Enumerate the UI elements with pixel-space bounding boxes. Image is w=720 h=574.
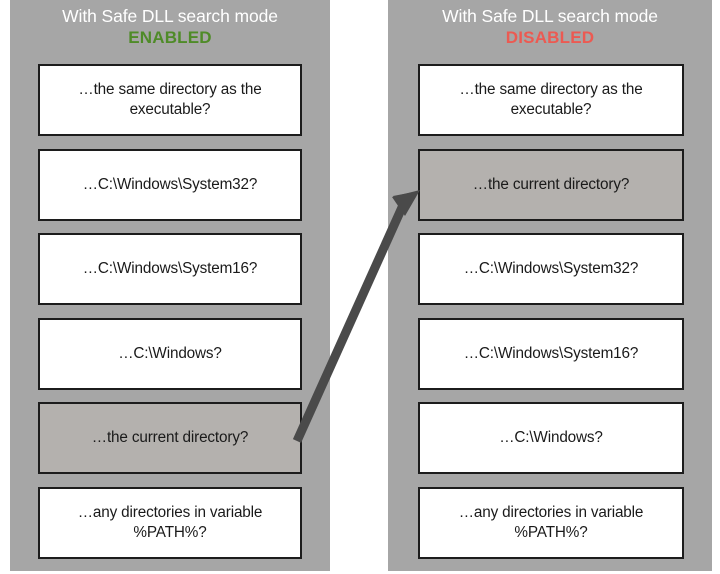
disabled-step-system16[interactable]: …C:\Windows\System16? [418, 318, 684, 390]
enabled-step-same-directory-as-executable[interactable]: …the same directory as the executable? [38, 64, 302, 136]
panel-safe-dll-disabled: With Safe DLL search mode DISABLED …the … [388, 0, 712, 571]
disabled-step-current-directory[interactable]: …the current directory? [418, 149, 684, 221]
enabled-search-order-list: …the same directory as the executable? …… [10, 64, 330, 564]
disabled-step-system32[interactable]: …C:\Windows\System32? [418, 233, 684, 305]
disabled-search-order-list: …the same directory as the executable? …… [388, 64, 712, 564]
disabled-step-path-variable[interactable]: …any directories in variable %PATH%? [418, 487, 684, 559]
enabled-step-system16[interactable]: …C:\Windows\System16? [38, 233, 302, 305]
panel-disabled-state-badge: DISABLED [505, 27, 595, 47]
disabled-step-same-directory-as-executable[interactable]: …the same directory as the executable? [418, 64, 684, 136]
enabled-step-path-variable[interactable]: …any directories in variable %PATH%? [38, 487, 302, 559]
panel-safe-dll-enabled: With Safe DLL search mode ENABLED …the s… [10, 0, 330, 571]
panel-enabled-header: With Safe DLL search mode ENABLED [10, 6, 330, 48]
panel-enabled-state-badge: ENABLED [128, 27, 212, 47]
panel-enabled-title: With Safe DLL search mode [62, 6, 278, 26]
disabled-step-windows[interactable]: …C:\Windows? [418, 402, 684, 474]
enabled-step-windows[interactable]: …C:\Windows? [38, 318, 302, 390]
enabled-step-current-directory[interactable]: …the current directory? [38, 402, 302, 474]
panel-disabled-title: With Safe DLL search mode [442, 6, 658, 26]
enabled-step-system32[interactable]: …C:\Windows\System32? [38, 149, 302, 221]
panel-disabled-header: With Safe DLL search mode DISABLED [388, 6, 712, 48]
